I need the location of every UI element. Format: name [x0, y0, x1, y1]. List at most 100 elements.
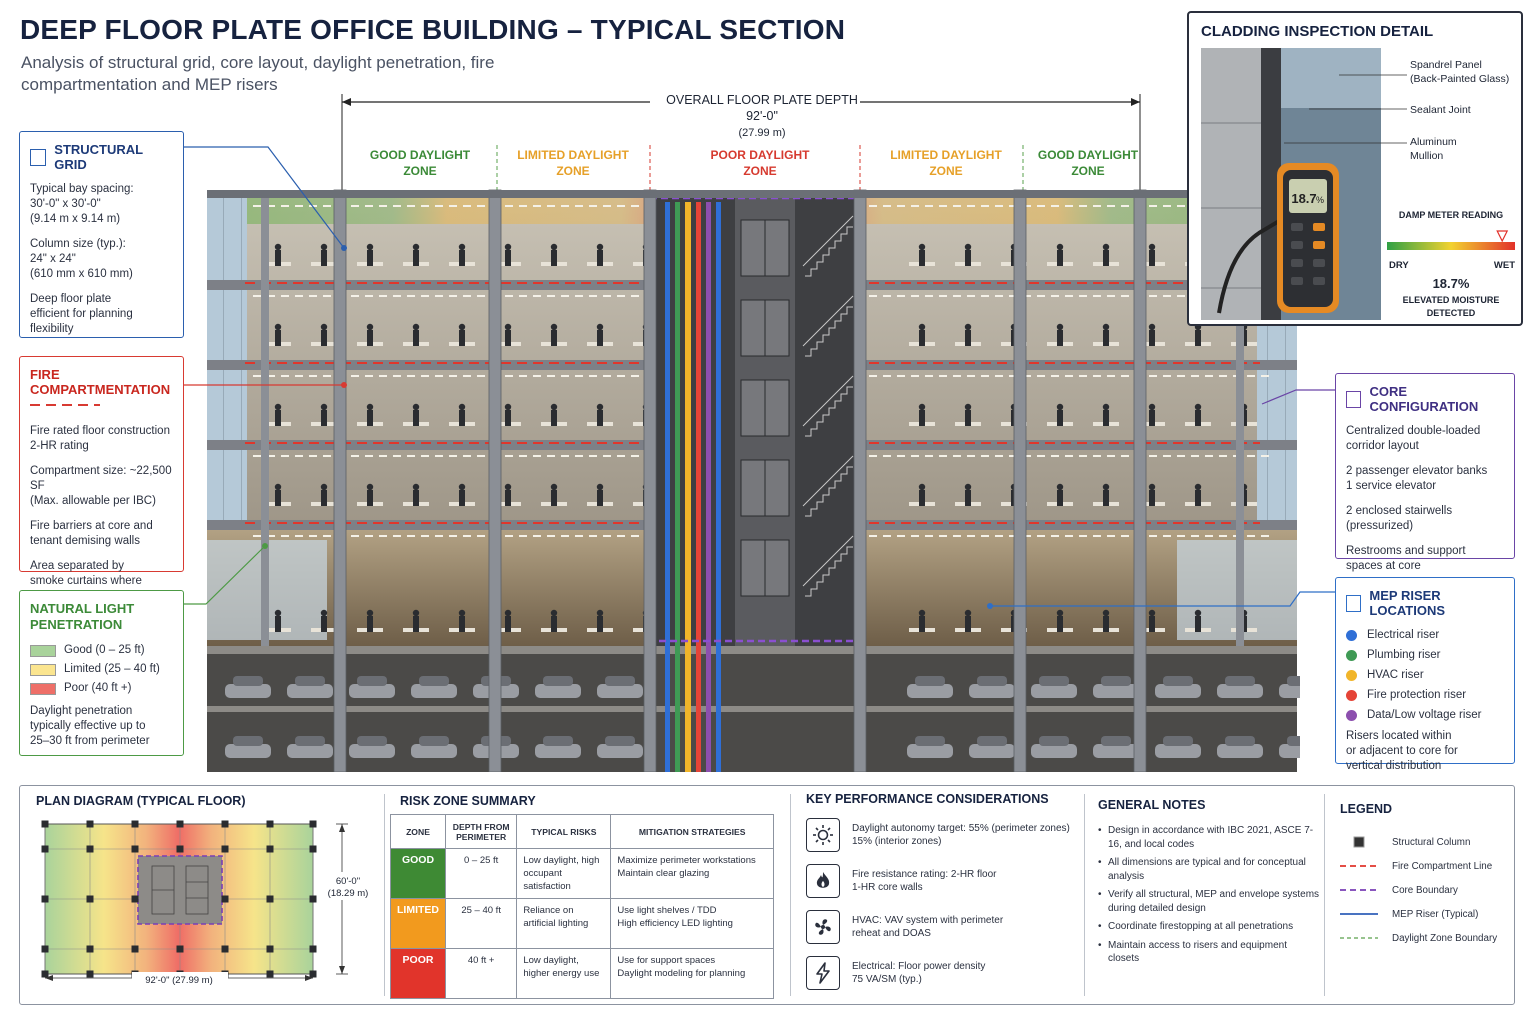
note-item: Coordinate firestopping at all penetrati… — [1098, 920, 1320, 934]
risk-table-header: MITIGATION STRATEGIES — [610, 814, 774, 849]
note-item: Verify all structural, MEP and envelope … — [1098, 888, 1320, 915]
plan-column — [309, 820, 317, 828]
building-section-illustration: OVERALL FLOOR PLATE DEPTH 92'-0" (27.99 … — [207, 90, 1300, 772]
plan-column — [221, 820, 229, 828]
plan-column — [86, 820, 94, 828]
plan-column — [266, 945, 274, 953]
lightning-icon — [806, 956, 840, 990]
dimension-imperial: 92'-0" — [746, 109, 778, 123]
zone-label: POOR DAYLIGHT — [711, 148, 811, 162]
core-configuration-callout: CORE CONFIGURATION Centralized double-lo… — [1335, 373, 1515, 572]
fire-compartmentation-callout: FIRE COMPARTMENTATION Fire rated floor c… — [19, 356, 184, 602]
plan-column — [266, 895, 274, 903]
zone-label: GOOD DAYLIGHT — [1038, 148, 1139, 162]
risk-zone-cell: LIMITED — [390, 898, 446, 949]
risk-typical-cell: Low daylight, higher energy use — [516, 948, 612, 999]
square-icon — [30, 148, 47, 166]
kpi-item: Electrical: Floor power density 75 VA/SM… — [806, 956, 1082, 990]
zone-label: GOOD DAYLIGHT — [370, 148, 471, 162]
color-swatch — [30, 644, 56, 657]
moisture-status-1: ELEVATED MOISTURE — [1403, 295, 1500, 305]
mitigation-item: High efficiency LED lighting — [617, 918, 733, 929]
moisture-status-2: DETECTED — [1427, 308, 1476, 318]
riser-dot-icon — [1346, 630, 1357, 641]
scale-wet-label: WET — [1494, 260, 1515, 271]
risk-typical-cell: Low daylight, high occupant satisfaction — [516, 848, 612, 899]
mep-riser-item: Plumbing riser — [1346, 648, 1504, 663]
kpi-item: Fire resistance rating: 2-HR floor 1-HR … — [806, 864, 1082, 898]
parked-cars — [225, 676, 1300, 758]
mitigation-item: Maximize perimeter workstations — [617, 855, 756, 866]
square-icon — [1346, 594, 1362, 612]
kpi-text: Electrical: Floor power density 75 VA/SM… — [852, 961, 986, 985]
legend-item: Core Boundary — [1340, 878, 1512, 902]
risk-zone-cell: GOOD — [390, 848, 446, 899]
plan-diagram-panel: PLAN DIAGRAM (TYPICAL FLOOR) — [20, 786, 384, 1004]
square-icon — [1346, 390, 1362, 408]
plan-column — [86, 970, 94, 978]
kpi-text: Daylight autonomy target: 55% (perimeter… — [852, 823, 1070, 847]
plan-column — [176, 820, 184, 828]
meter-title: DAMP METER READING — [1399, 210, 1503, 220]
risk-depth-cell: 0 – 25 ft — [444, 848, 518, 899]
mep-riser-item: Data/Low voltage riser — [1346, 708, 1504, 723]
daylight-legend: Good (0 – 25 ft)Limited (25 – 40 ft)Poor… — [30, 643, 173, 696]
legend-item: Fire Compartment Line — [1340, 854, 1512, 878]
zone-label: ZONE — [929, 164, 962, 178]
mitigation-item: Daylight modeling for planning — [617, 968, 746, 979]
note-item: All dimensions are typical and for conce… — [1098, 856, 1320, 883]
kpi-text: HVAC: VAV system with perimeter reheat a… — [852, 915, 1004, 939]
zone-label: LIMITED DAYLIGHT — [517, 148, 629, 162]
legend-symbol-icon — [1340, 887, 1378, 893]
plan-core — [137, 855, 223, 925]
daylight-legend-item: Poor (40 ft +) — [30, 681, 173, 696]
color-swatch — [30, 663, 56, 676]
moisture-scale — [1387, 242, 1515, 250]
plan-column — [266, 845, 274, 853]
plan-column — [131, 820, 139, 828]
mep-riser-item: HVAC riser — [1346, 668, 1504, 683]
kpi-text: Fire resistance rating: 2-HR floor 1-HR … — [852, 869, 997, 893]
plan-column — [131, 895, 139, 903]
plan-column — [309, 845, 317, 853]
bottom-summary-strip: PLAN DIAGRAM (TYPICAL FLOOR) — [19, 785, 1515, 1005]
plan-column — [266, 970, 274, 978]
kpi-item: HVAC: VAV system with perimeter reheat a… — [806, 910, 1082, 944]
mep-riser-item: Electrical riser — [1346, 628, 1504, 643]
plan-column — [86, 895, 94, 903]
general-notes-list: Design in accordance with IBC 2021, ASCE… — [1098, 824, 1320, 966]
plan-column — [41, 945, 49, 953]
fan-icon — [806, 910, 840, 944]
meter-screen-value: 18.7 — [1291, 191, 1316, 206]
daylight-legend-item: Limited (25 – 40 ft) — [30, 662, 173, 677]
cladding-detail-illustration: 18.7 % Spandrel Panel (Back-Painted Glas… — [1201, 48, 1515, 320]
risk-table-header: DEPTH FROM PERIMETER — [444, 814, 518, 849]
spandrel-label: Spandrel Panel — [1410, 59, 1482, 71]
plan-column — [41, 970, 49, 978]
riser-dot-icon — [1346, 670, 1357, 681]
risk-zone-cell: POOR — [390, 948, 446, 999]
mep-risers — [665, 202, 721, 772]
scale-dry-label: DRY — [1389, 260, 1409, 271]
mitigation-item: Maintain clear glazing — [617, 868, 710, 879]
legend-symbol-icon — [1340, 935, 1378, 941]
plan-column — [266, 820, 274, 828]
plan-column — [131, 845, 139, 853]
mitigation-item: Use for support spaces — [617, 955, 716, 966]
spandrel-sub-label: (Back-Painted Glass) — [1410, 73, 1509, 85]
risk-table-header: TYPICAL RISKS — [516, 814, 612, 849]
riser-dot-icon — [1346, 650, 1357, 661]
meter-screen — [1289, 179, 1327, 213]
legend-symbol-icon — [1340, 863, 1378, 869]
plan-diagram: 60'-0" (18.29 m) 92'-0" (27.99 m) — [41, 820, 370, 986]
legend-symbol-icon — [1340, 836, 1378, 848]
